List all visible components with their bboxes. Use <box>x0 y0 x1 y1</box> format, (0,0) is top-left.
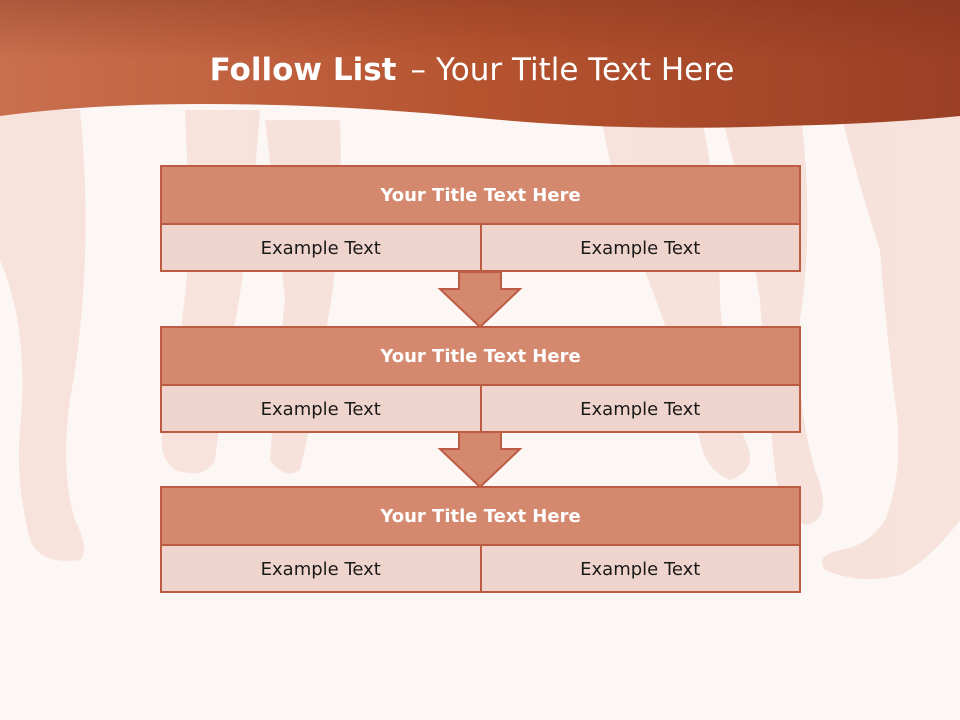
title-rest-text: Your Title Text Here <box>435 52 735 88</box>
step-row: Example Text Example Text <box>162 225 799 272</box>
step-cell-right: Example Text <box>479 546 800 593</box>
title-bold-text: Follow List <box>209 52 397 88</box>
step-cell-left: Example Text <box>260 238 381 259</box>
step-cell-right: Example Text <box>479 386 800 433</box>
step-cell-left: Example Text <box>260 559 381 580</box>
step-row: Example Text Example Text <box>162 546 799 593</box>
step-row: Example Text Example Text <box>162 386 799 433</box>
step-cell-left: Example Text <box>260 399 381 420</box>
step-title: Your Title Text Here <box>162 167 799 225</box>
down-arrow-icon <box>438 271 522 329</box>
step-block-2: Your Title Text Here Example Text Exampl… <box>160 326 801 433</box>
step-block-3: Your Title Text Here Example Text Exampl… <box>160 486 801 593</box>
step-title: Your Title Text Here <box>162 488 799 546</box>
step-title: Your Title Text Here <box>162 328 799 386</box>
title-dash: – <box>410 52 426 88</box>
down-arrow-icon <box>438 431 522 489</box>
slide-title: Follow List–Your Title Text Here <box>0 52 944 88</box>
step-block-1: Your Title Text Here Example Text Exampl… <box>160 165 801 272</box>
step-cell-right: Example Text <box>479 225 800 272</box>
